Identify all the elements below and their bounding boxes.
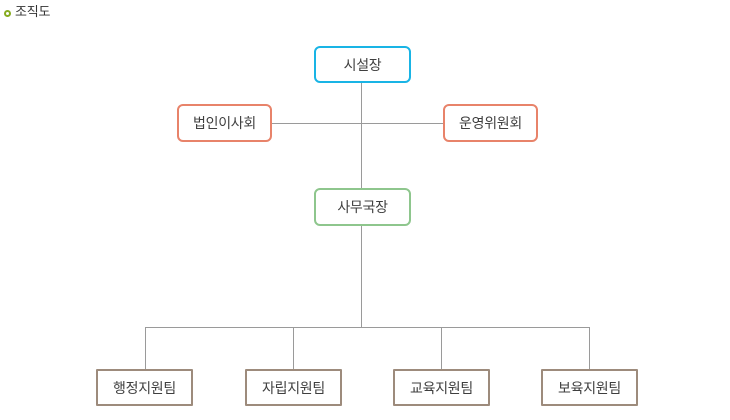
org-node-team-education-label: 교육지원팀 (410, 379, 473, 396)
org-node-facility-head-label: 시설장 (343, 56, 382, 73)
connector-team-drop-0 (145, 327, 146, 369)
org-node-team-independence-label: 자립지원팀 (262, 379, 325, 396)
org-node-team-childcare[interactable]: 보육지원팀 (541, 369, 638, 406)
connector-team-drop-1 (293, 327, 294, 369)
org-node-team-admin-label: 행정지원팀 (113, 379, 176, 396)
connector-team-drop-3 (589, 327, 590, 369)
org-node-committee-label: 운영위원회 (459, 115, 522, 131)
org-node-board-label: 법인이사회 (193, 115, 256, 131)
org-node-team-education[interactable]: 교육지원팀 (393, 369, 490, 406)
org-node-facility-head[interactable]: 시설장 (314, 46, 411, 83)
connector-team-drop-2 (441, 327, 442, 369)
org-node-team-independence[interactable]: 자립지원팀 (245, 369, 342, 406)
org-node-board[interactable]: 법인이사회 (177, 104, 272, 142)
connector-sidebar-horizontal (272, 123, 443, 124)
page-title-label: 조직도 (15, 4, 51, 19)
connector-trunk-top (361, 83, 362, 188)
org-node-team-admin[interactable]: 행정지원팀 (96, 369, 193, 406)
connector-trunk-bottom (361, 226, 362, 327)
org-node-director-label: 사무국장 (337, 199, 388, 215)
org-node-director[interactable]: 사무국장 (314, 188, 411, 226)
bullet-ring-icon (4, 9, 11, 17)
org-node-team-childcare-label: 보육지원팀 (558, 379, 621, 396)
org-node-committee[interactable]: 운영위원회 (443, 104, 538, 142)
page-title: 조직도 (4, 4, 50, 20)
connector-team-bus (145, 327, 589, 328)
